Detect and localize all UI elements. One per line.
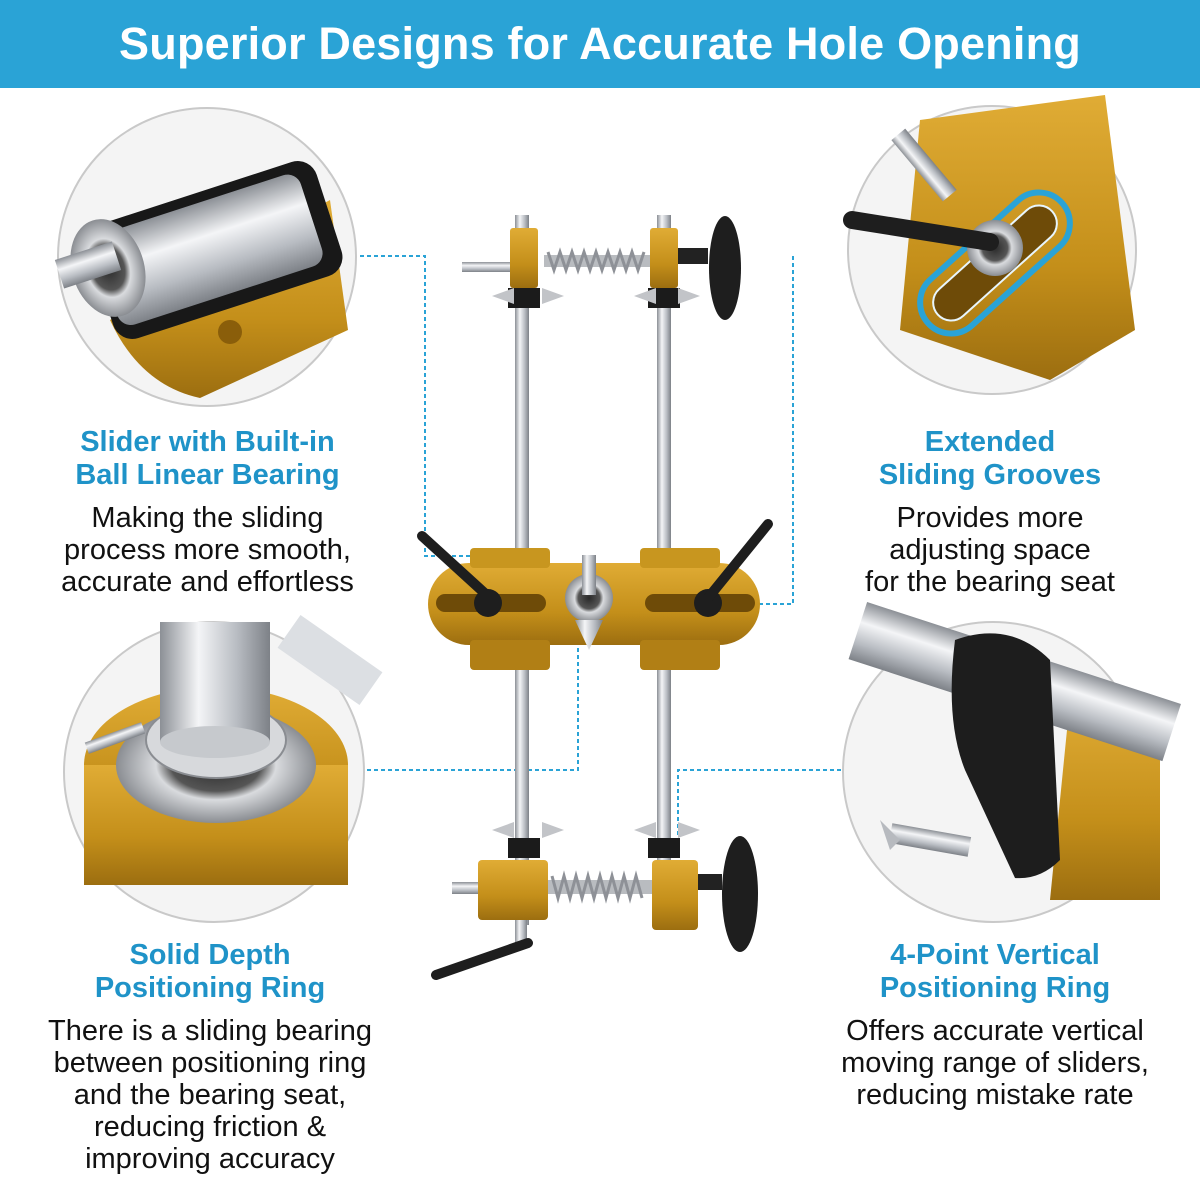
feature-vertical-ring: 4-Point Vertical Positioning Ring Offers… <box>790 939 1200 1111</box>
feature-desc-line: Making the sliding <box>91 502 324 534</box>
feature-desc-line: Provides more <box>896 502 1084 534</box>
feature-title: Slider with Built-in Ball Linear Bearing <box>20 426 395 492</box>
feature-description: Making the sliding process more smooth, … <box>20 502 395 598</box>
feature-description: Offers accurate vertical moving range of… <box>790 1015 1200 1111</box>
feature-title-line: Positioning Ring <box>94 972 326 1004</box>
feature-desc-line: adjusting space <box>889 534 1091 566</box>
feature-desc-line: reducing mistake rate <box>856 1079 1134 1111</box>
feature-title-line: Ball Linear Bearing <box>75 459 340 491</box>
feature-sliding-grooves: Extended Sliding Grooves Provides more a… <box>800 426 1180 598</box>
detail-vertical-ring <box>842 602 1181 923</box>
page-title: Superior Designs for Accurate Hole Openi… <box>119 18 1081 69</box>
feature-title-line: Solid Depth <box>129 939 291 971</box>
callout-line-grooves <box>740 256 794 605</box>
feature-title-line: 4-Point Vertical <box>890 939 1100 971</box>
header-banner: Superior Designs for Accurate Hole Openi… <box>0 0 1200 88</box>
feature-desc-line: and the bearing seat, <box>73 1079 347 1111</box>
feature-description: There is a sliding bearing between posit… <box>0 1015 420 1175</box>
feature-title: Extended Sliding Grooves <box>800 426 1180 492</box>
feature-depth-ring: Solid Depth Positioning Ring There is a … <box>0 939 420 1175</box>
feature-slider-bearing: Slider with Built-in Ball Linear Bearing… <box>20 426 395 598</box>
detail-depth-ring <box>63 614 383 923</box>
detail-sliding-groove <box>843 95 1137 395</box>
feature-title-line: Slider with Built-in <box>80 426 335 458</box>
feature-desc-line: reducing friction & <box>93 1111 327 1143</box>
feature-desc-line: moving range of sliders, <box>841 1047 1149 1079</box>
feature-title-line: Positioning Ring <box>879 972 1111 1004</box>
feature-title: Solid Depth Positioning Ring <box>0 939 420 1005</box>
feature-desc-line: process more smooth, <box>64 534 351 566</box>
feature-desc-line: accurate and effortless <box>61 566 354 598</box>
feature-desc-line: Offers accurate vertical <box>846 1015 1144 1047</box>
bottom-knob <box>722 836 758 952</box>
bottom-assembly <box>431 822 758 980</box>
feature-title-line: Sliding Grooves <box>878 459 1102 491</box>
detail-linear-bearing <box>54 107 357 407</box>
feature-desc-line: improving accuracy <box>85 1143 335 1175</box>
feature-desc-line: between positioning ring <box>53 1047 367 1079</box>
slider-plate <box>417 519 773 670</box>
feature-title: 4-Point Vertical Positioning Ring <box>790 939 1200 1005</box>
feature-desc-line: for the bearing seat <box>865 566 1115 598</box>
callout-line-vertical-ring <box>677 769 848 846</box>
feature-title-line: Extended <box>924 426 1056 458</box>
top-assembly <box>462 216 741 320</box>
top-knob <box>709 216 741 320</box>
feature-desc-line: There is a sliding bearing <box>47 1015 372 1047</box>
callout-line-depth-ring <box>360 598 579 771</box>
feature-description: Provides more adjusting space for the be… <box>800 502 1180 598</box>
